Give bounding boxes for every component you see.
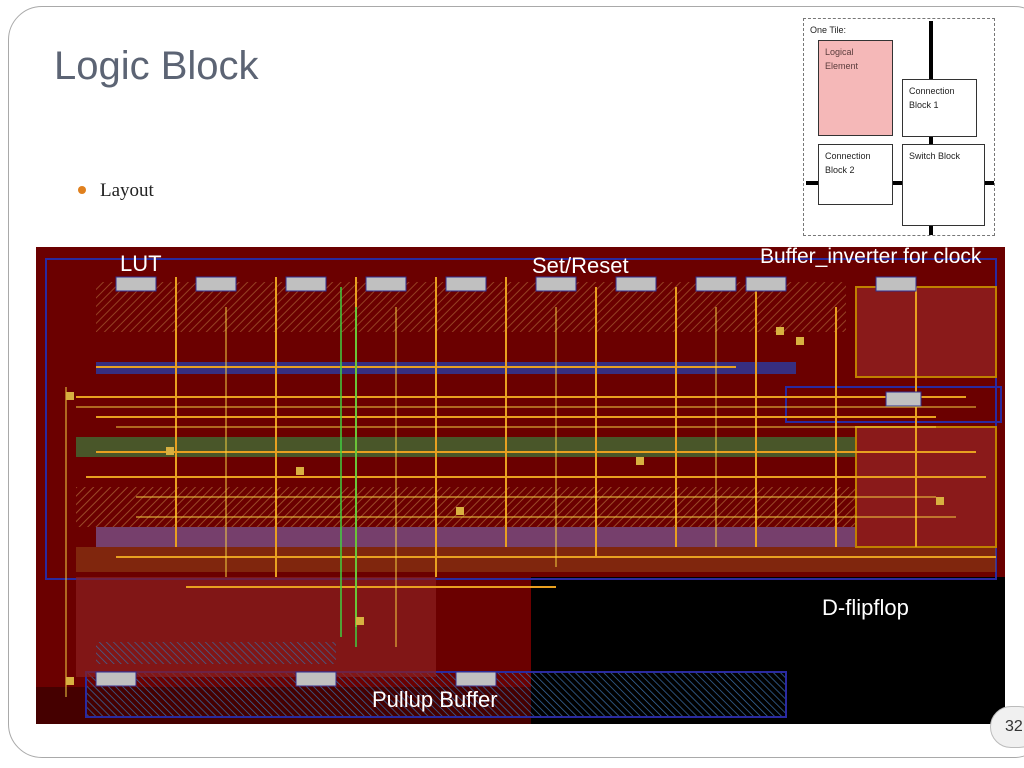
tile-horizontal-wire bbox=[806, 181, 994, 185]
bullet-text: Layout bbox=[100, 180, 154, 201]
connection-block-2-box: Connection Block 2 bbox=[818, 144, 893, 205]
lut-label: LUT bbox=[120, 251, 162, 276]
tile-heading: One Tile: bbox=[810, 25, 847, 35]
layout-artwork bbox=[36, 258, 1005, 724]
slide-frame bbox=[8, 6, 1024, 758]
set-reset-label: Set/Reset bbox=[532, 253, 629, 278]
pullup-buffer-label: Pullup Buffer bbox=[372, 687, 498, 712]
connection-block-1-box: Connection Block 1 bbox=[902, 79, 977, 137]
tile-diagram: One Tile: Logical Element Connection Blo… bbox=[803, 18, 995, 236]
bullet-item: Layout bbox=[78, 180, 154, 202]
page-number: 32 bbox=[990, 706, 1024, 748]
buffer-inverter-label: Buffer_inverter for clock bbox=[760, 247, 982, 268]
slide-title: Logic Block bbox=[54, 44, 259, 88]
bullet-dot-icon bbox=[78, 185, 86, 194]
switch-block-box: Switch Block bbox=[902, 144, 985, 226]
d-flipflop-label: D-flipflop bbox=[822, 595, 909, 620]
chip-layout-image: LUT Set/Reset Buffer_inverter for clock … bbox=[36, 247, 1005, 724]
logical-element-box: Logical Element bbox=[818, 40, 893, 136]
